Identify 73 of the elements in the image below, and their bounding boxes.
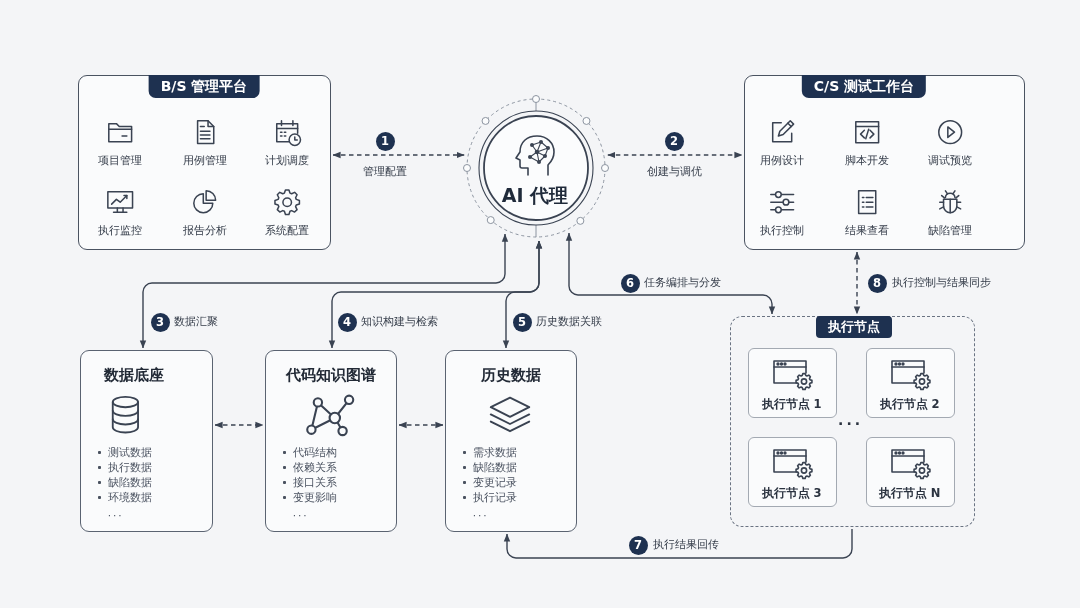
callout-number: 2 <box>664 131 684 151</box>
node-label: 执行节点 N <box>878 485 941 500</box>
feature-label: 用例设计 <box>760 154 804 168</box>
edge-label: 知识构建与检索 <box>360 315 439 329</box>
data-card <box>265 350 397 532</box>
node-label: 执行节点 2 <box>879 396 940 411</box>
dashed-connector <box>214 421 264 429</box>
card-title: 代码知识图谱 <box>285 365 376 384</box>
node-label: 执行节点 1 <box>761 396 822 411</box>
feature-label: 项目管理 <box>98 154 142 168</box>
callout-number: 8 <box>867 273 887 293</box>
edge-label: 执行结果回传 <box>652 538 720 552</box>
node-card <box>747 436 837 507</box>
feature-label: 报告分析 <box>183 224 227 238</box>
list-item: 缺陷数据 <box>461 459 517 475</box>
list-item: 缺陷数据 <box>96 474 152 490</box>
ellipsis: ··· <box>471 507 489 523</box>
node-card <box>865 436 955 507</box>
ellipsis: ··· <box>106 507 124 523</box>
feature-label: 脚本开发 <box>845 154 889 168</box>
edge-label: 数据汇聚 <box>173 315 219 329</box>
list-item: 测试数据 <box>96 444 152 460</box>
dashed-connector <box>398 421 444 429</box>
data-card <box>80 350 213 532</box>
feature-label: 结果查看 <box>845 224 889 238</box>
feature-label: 用例管理 <box>183 154 227 168</box>
callout-number: 5 <box>512 312 532 332</box>
edge-label: 创建与调优 <box>645 165 703 179</box>
list-item: 执行记录 <box>461 489 517 505</box>
connector <box>565 232 776 315</box>
list-item: 变更记录 <box>461 474 517 490</box>
panel-title-tab: C/S 测试工作台 <box>801 75 927 98</box>
ellipsis: ··· <box>291 507 309 523</box>
feature-label: 调试预览 <box>928 154 972 168</box>
node-label: 执行节点 3 <box>761 485 822 500</box>
callout-number: 6 <box>620 273 640 293</box>
dashed-connector <box>607 151 743 159</box>
card-title: 数据底座 <box>104 365 164 384</box>
edge-label: 管理配置 <box>362 165 408 179</box>
data-card <box>445 350 577 532</box>
ellipsis: ··· <box>838 416 864 431</box>
list-item: 需求数据 <box>461 444 517 460</box>
list-item: 环境数据 <box>96 489 152 505</box>
list-item: 执行数据 <box>96 459 152 475</box>
dashed-connector <box>332 151 465 159</box>
feature-label: 缺陷管理 <box>928 224 972 238</box>
list-item: 代码结构 <box>281 444 337 460</box>
edge-label: 执行控制与结果同步 <box>891 276 992 290</box>
connector <box>502 240 543 349</box>
feature-label: 计划调度 <box>265 154 309 168</box>
list-item: 接口关系 <box>281 474 337 490</box>
callout-number: 3 <box>150 312 170 332</box>
module-panel <box>78 75 331 250</box>
list-item: 变更影响 <box>281 489 337 505</box>
module-panel <box>744 75 1025 250</box>
node-card <box>865 347 955 418</box>
card-title: 历史数据 <box>480 365 541 384</box>
callout-number: 1 <box>375 131 395 151</box>
callout-number: 4 <box>337 312 357 332</box>
feature-label: 系统配置 <box>265 224 309 238</box>
connector <box>503 528 853 559</box>
node-card <box>747 347 837 418</box>
feature-label: 执行监控 <box>98 224 142 238</box>
connector <box>139 233 509 349</box>
callout-number: 7 <box>628 535 648 555</box>
feature-label: 执行控制 <box>760 224 804 238</box>
edge-label: 任务编排与分发 <box>643 276 722 290</box>
dashed-connector <box>853 251 861 315</box>
list-item: 依赖关系 <box>281 459 337 475</box>
panel-title-tab: B/S 管理平台 <box>148 75 260 98</box>
edge-label: 历史数据关联 <box>535 315 603 329</box>
group-title-tab: 执行节点 <box>815 316 892 338</box>
dashed-group-frame <box>730 316 975 527</box>
